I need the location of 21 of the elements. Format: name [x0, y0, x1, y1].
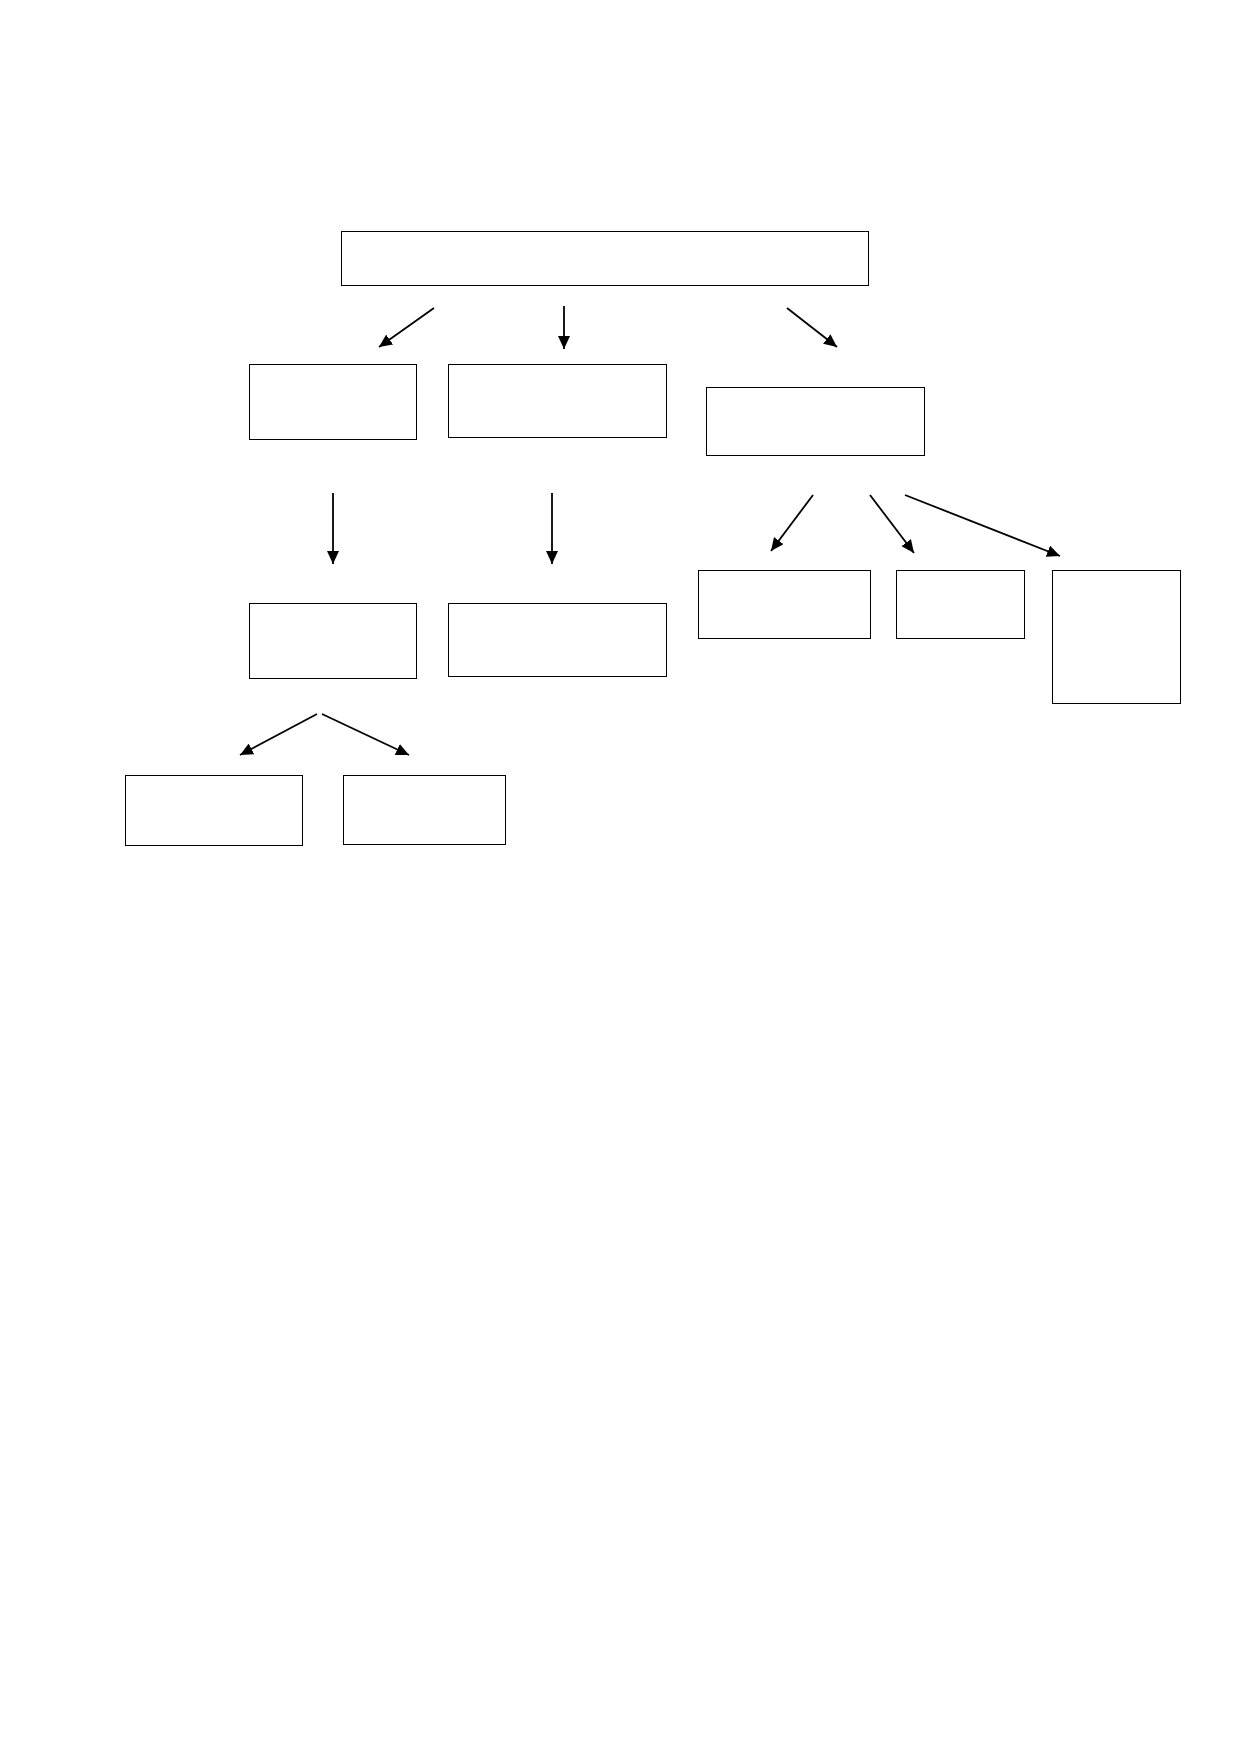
empty-box [896, 570, 1025, 639]
empty-box [448, 364, 667, 438]
arrow [904, 494, 1061, 557]
arrow [546, 492, 558, 565]
arrow [378, 307, 435, 348]
empty-box [448, 603, 667, 677]
empty-box [249, 603, 417, 679]
empty-box [343, 775, 506, 845]
arrow [869, 494, 915, 554]
empty-box [1052, 570, 1181, 704]
arrow [770, 494, 814, 552]
arrow [321, 713, 410, 756]
arrow [239, 713, 318, 756]
empty-box [249, 364, 417, 440]
empty-box [698, 570, 871, 639]
arrow [558, 305, 570, 350]
arrow [786, 307, 838, 348]
empty-box [125, 775, 303, 846]
empty-box [341, 231, 869, 286]
empty-box [706, 387, 925, 456]
arrow [327, 492, 339, 565]
